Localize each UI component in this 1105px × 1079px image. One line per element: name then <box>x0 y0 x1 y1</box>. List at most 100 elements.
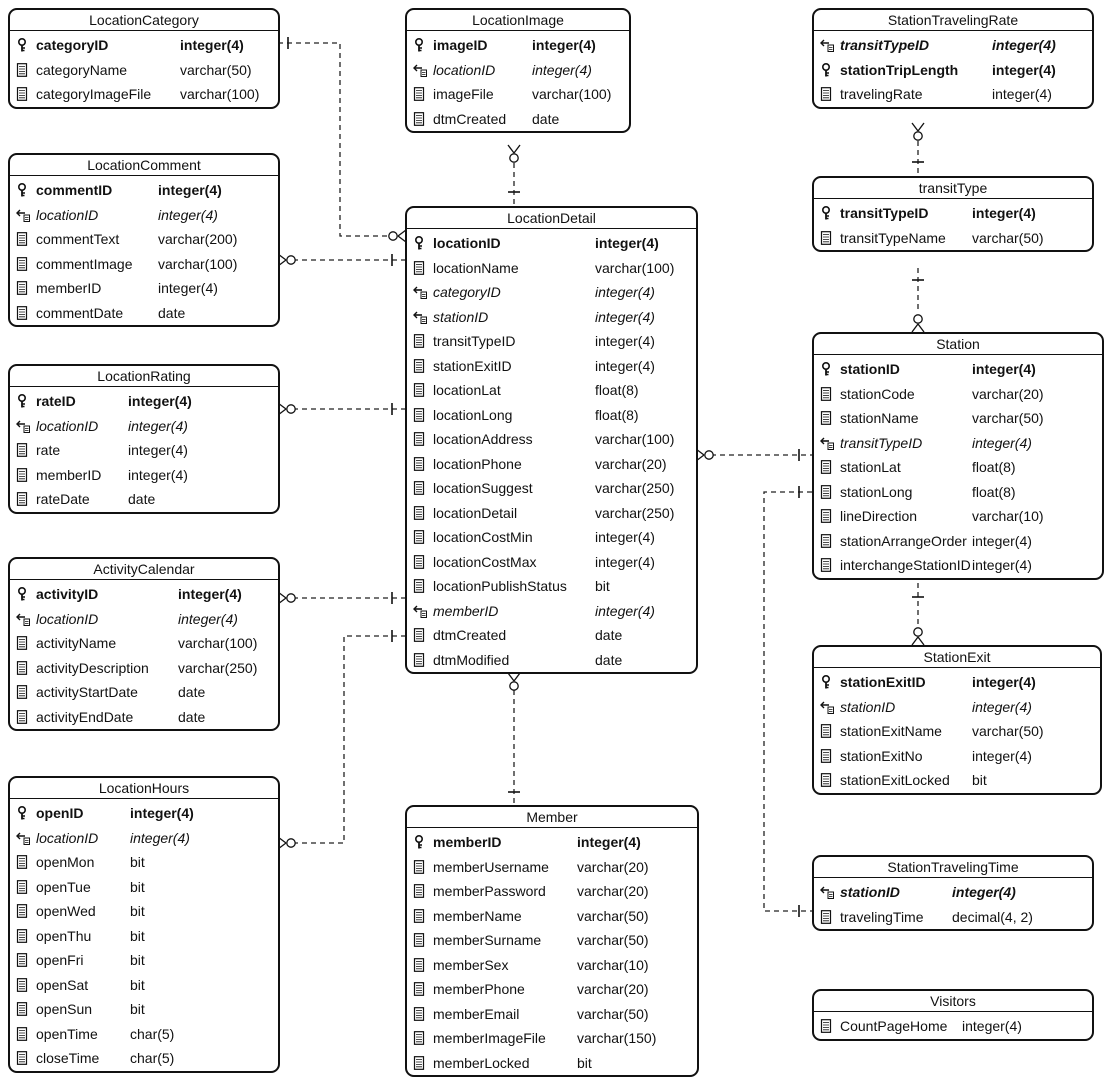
optional-marker <box>509 681 519 691</box>
column-icon <box>413 1031 425 1045</box>
table-title: Member <box>407 807 697 828</box>
table-title: LocationCategory <box>10 10 278 31</box>
column-name: locationLong <box>433 406 513 423</box>
column-name: locationID <box>36 610 99 627</box>
primary-key-icon <box>413 38 425 52</box>
column-name: rateID <box>36 393 76 409</box>
column-name: locationID <box>36 829 99 846</box>
column-icon <box>413 87 425 101</box>
column-type: integer(4) <box>972 434 1032 451</box>
column-name: openID <box>36 805 84 821</box>
column-name: travelingTime <box>840 908 924 925</box>
primary-key-icon <box>16 38 28 52</box>
column-name: openMon <box>36 854 95 870</box>
column-icon <box>413 884 425 898</box>
column-type: integer(4) <box>178 586 242 602</box>
column-type: varchar(50) <box>577 932 649 948</box>
column-name: locationID <box>36 206 99 223</box>
column-type: integer(4) <box>595 553 655 570</box>
column-type: char(5) <box>130 1050 175 1066</box>
column-icon <box>413 579 425 593</box>
column-type: integer(4) <box>128 466 188 483</box>
primary-key-icon <box>413 236 425 250</box>
column-name: openThu <box>36 927 92 944</box>
crowfoot-marker <box>397 229 407 237</box>
table-title: LocationComment <box>10 155 278 176</box>
column-name: memberEmail <box>433 1005 520 1022</box>
column-name: stationID <box>840 884 900 900</box>
column-type: varchar(20) <box>595 455 667 472</box>
column-row: memberID integer(4) <box>10 463 278 488</box>
column-type: varchar(20) <box>577 883 649 899</box>
column-name: openWed <box>36 903 96 919</box>
column-name: memberPassword <box>433 883 546 899</box>
column-type: bit <box>130 927 145 944</box>
foreign-key-icon <box>16 208 30 222</box>
foreign-key-icon <box>16 419 30 433</box>
column-type: date <box>595 651 623 668</box>
table-title: Station <box>814 334 1102 355</box>
column-name: memberID <box>433 602 499 619</box>
foreign-key-icon <box>16 612 30 626</box>
column-type: integer(4) <box>972 361 1036 377</box>
foreign-key-icon <box>820 885 834 899</box>
column-type: integer(4) <box>952 884 1016 900</box>
column-type: varchar(250) <box>595 480 675 496</box>
column-name: CountPageHome <box>840 1018 948 1034</box>
crowfoot-marker <box>507 672 515 682</box>
foreign-key-icon <box>413 285 427 299</box>
table-title: LocationDetail <box>407 208 696 229</box>
column-type: bit <box>130 1001 145 1017</box>
column-type: date <box>595 627 623 643</box>
column-name: memberID <box>36 466 102 483</box>
column-name: activityStartDate <box>36 684 138 700</box>
column-name: dtmCreated <box>433 110 507 127</box>
table-title: StationExit <box>814 647 1100 668</box>
primary-key-icon <box>820 675 832 689</box>
primary-key-icon <box>16 806 28 820</box>
column-type: varchar(250) <box>595 504 675 521</box>
column-icon <box>16 492 28 506</box>
column-type: bit <box>577 1054 592 1071</box>
column-icon <box>413 383 425 397</box>
column-icon <box>820 509 832 523</box>
column-row: dtmCreated date <box>407 623 696 648</box>
column-name: stationExitID <box>433 357 512 374</box>
optional-marker <box>913 627 923 637</box>
column-name: locationCostMin <box>433 529 533 545</box>
column-icon <box>413 530 425 544</box>
column-name: stationCode <box>840 385 915 402</box>
optional-marker <box>286 255 296 265</box>
column-name: commentID <box>36 182 113 198</box>
column-type: integer(4) <box>972 205 1036 221</box>
column-name: dtmCreated <box>433 627 507 643</box>
column-icon <box>820 558 832 572</box>
foreign-key-icon <box>16 831 30 845</box>
foreign-key-icon <box>820 38 834 52</box>
relationship-line <box>278 42 392 237</box>
